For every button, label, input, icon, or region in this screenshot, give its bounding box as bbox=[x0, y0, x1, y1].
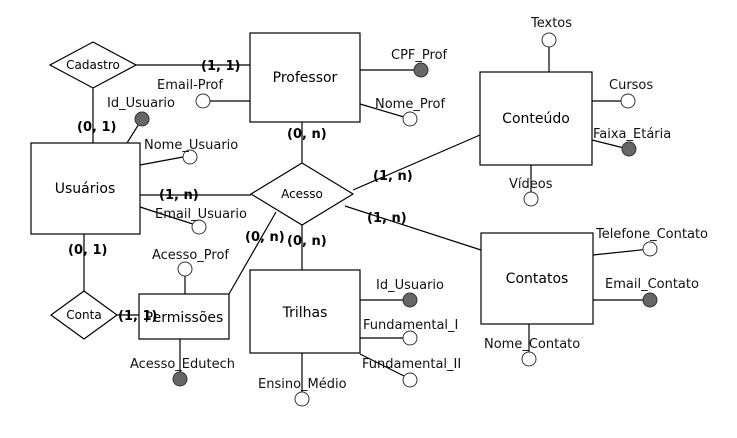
attribute-cursos-label: Cursos bbox=[609, 78, 653, 93]
attribute-videos-label: Vídeos bbox=[509, 177, 553, 192]
cardinality-cadastro-usuarios: (0, 1) bbox=[77, 120, 116, 135]
key-attribute-cpf-prof-icon bbox=[413, 62, 429, 78]
attribute-fundamental-ii-icon bbox=[402, 372, 418, 388]
cardinality-contatos-acesso: (1, n) bbox=[367, 211, 407, 226]
relationship-conta-label: Conta bbox=[66, 308, 101, 322]
attribute-nome-contato-label: Nome_Contato bbox=[484, 337, 580, 352]
line-email-usuario bbox=[139, 206, 200, 227]
attribute-nome-prof-icon bbox=[402, 111, 418, 127]
attribute-email-usuario-icon bbox=[191, 219, 207, 235]
relationship-acesso: Acesso bbox=[249, 162, 355, 226]
attribute-email-prof-icon bbox=[195, 93, 211, 109]
entity-contatos-label: Contatos bbox=[506, 271, 569, 287]
entity-trilhas: Trilhas bbox=[249, 269, 361, 354]
cardinality-cadastro-professor: (1, 1) bbox=[201, 59, 240, 74]
attribute-textos-label: Textos bbox=[530, 16, 572, 31]
attribute-email-contato-label: Email_Contato bbox=[605, 277, 699, 292]
key-attribute-acesso-edutech-icon bbox=[172, 371, 188, 387]
attribute-acesso-edutech-label: Acesso_Edutech bbox=[130, 357, 235, 372]
relationship-conta: Conta bbox=[49, 290, 119, 340]
attribute-fundamental-ii-label: Fundamental_II bbox=[362, 357, 461, 372]
entity-professor-label: Professor bbox=[273, 70, 338, 86]
attribute-email-prof-label: Email-Prof bbox=[157, 78, 223, 93]
attribute-nome-prof-label: Nome_Prof bbox=[375, 97, 445, 112]
entity-permissoes-label: Permissões bbox=[145, 310, 224, 326]
attribute-nome-usuario-icon bbox=[182, 149, 198, 165]
attribute-telefone-contato-label: Telefone_Contato bbox=[595, 227, 708, 242]
attribute-nome-contato-icon bbox=[521, 351, 537, 367]
entity-trilhas-label: Trilhas bbox=[282, 305, 328, 321]
attribute-ensino-medio-label: Ensino_Médio bbox=[258, 377, 347, 392]
cardinality-permissoes-acesso: (0, n) bbox=[245, 230, 285, 245]
line-nome-usuario bbox=[139, 156, 184, 166]
attribute-fundamental-i-label: Fundamental_I bbox=[363, 318, 458, 333]
connector-lines bbox=[83, 40, 651, 392]
key-attribute-faixa-etaria-icon bbox=[621, 141, 637, 157]
entity-professor: Professor bbox=[249, 32, 361, 123]
cardinality-conteudo-acesso: (1, n) bbox=[373, 169, 413, 184]
line-nome-prof bbox=[359, 103, 405, 118]
attribute-nome-usuario-label: Nome_Usuario bbox=[144, 138, 238, 153]
entity-usuarios: Usuários bbox=[30, 142, 141, 235]
attribute-faixa-etaria-label: Faixa_Etária bbox=[593, 127, 671, 142]
relationship-acesso-label: Acesso bbox=[281, 187, 323, 201]
line-fundamental-ii bbox=[359, 353, 407, 378]
entity-conteudo: Conteúdo bbox=[479, 71, 593, 166]
attribute-id-usuario-trilhas-label: Id_Usuario bbox=[376, 278, 444, 293]
cardinality-trilhas-acesso: (0, n) bbox=[287, 234, 327, 249]
attribute-acesso-prof-label: Acesso_Prof bbox=[152, 248, 229, 263]
line-acesso-contatos bbox=[344, 205, 482, 251]
attribute-telefone-contato-icon bbox=[642, 241, 658, 257]
attribute-fundamental-i-icon bbox=[402, 330, 418, 346]
attribute-id-usuario-usuarios-label: Id_Usuario bbox=[107, 96, 175, 111]
line-acesso-conteudo bbox=[352, 134, 481, 191]
attribute-videos-icon bbox=[523, 191, 539, 207]
cardinality-professor-acesso: (0, n) bbox=[287, 127, 327, 142]
line-acesso-permissoes bbox=[228, 211, 277, 295]
cardinality-conta-permissoes: (1, 1) bbox=[118, 309, 157, 324]
entity-permissoes: Permissões bbox=[138, 293, 230, 340]
attribute-ensino-medio-icon bbox=[294, 391, 310, 407]
cardinality-usuarios-acesso: (1, n) bbox=[159, 188, 199, 203]
key-attribute-email-contato-icon bbox=[642, 292, 658, 308]
relationship-cadastro: Cadastro bbox=[48, 41, 138, 89]
attribute-cursos-icon bbox=[620, 93, 636, 109]
line-telefone-contato bbox=[592, 248, 651, 256]
relationship-cadastro-label: Cadastro bbox=[66, 58, 120, 72]
attribute-cpf-prof-label: CPF_Prof bbox=[391, 48, 448, 63]
entity-usuarios-label: Usuários bbox=[55, 181, 116, 197]
entity-conteudo-label: Conteúdo bbox=[502, 111, 570, 127]
attribute-textos-icon bbox=[541, 32, 557, 48]
entity-contatos: Contatos bbox=[480, 232, 594, 325]
attribute-acesso-prof-icon bbox=[177, 261, 193, 277]
cardinality-usuarios-conta: (0, 1) bbox=[68, 243, 107, 258]
attribute-email-usuario-label: Email_Usuario bbox=[155, 207, 247, 222]
key-attribute-id-usuario-usuarios-icon bbox=[134, 111, 150, 127]
key-attribute-id-usuario-trilhas-icon bbox=[402, 292, 418, 308]
